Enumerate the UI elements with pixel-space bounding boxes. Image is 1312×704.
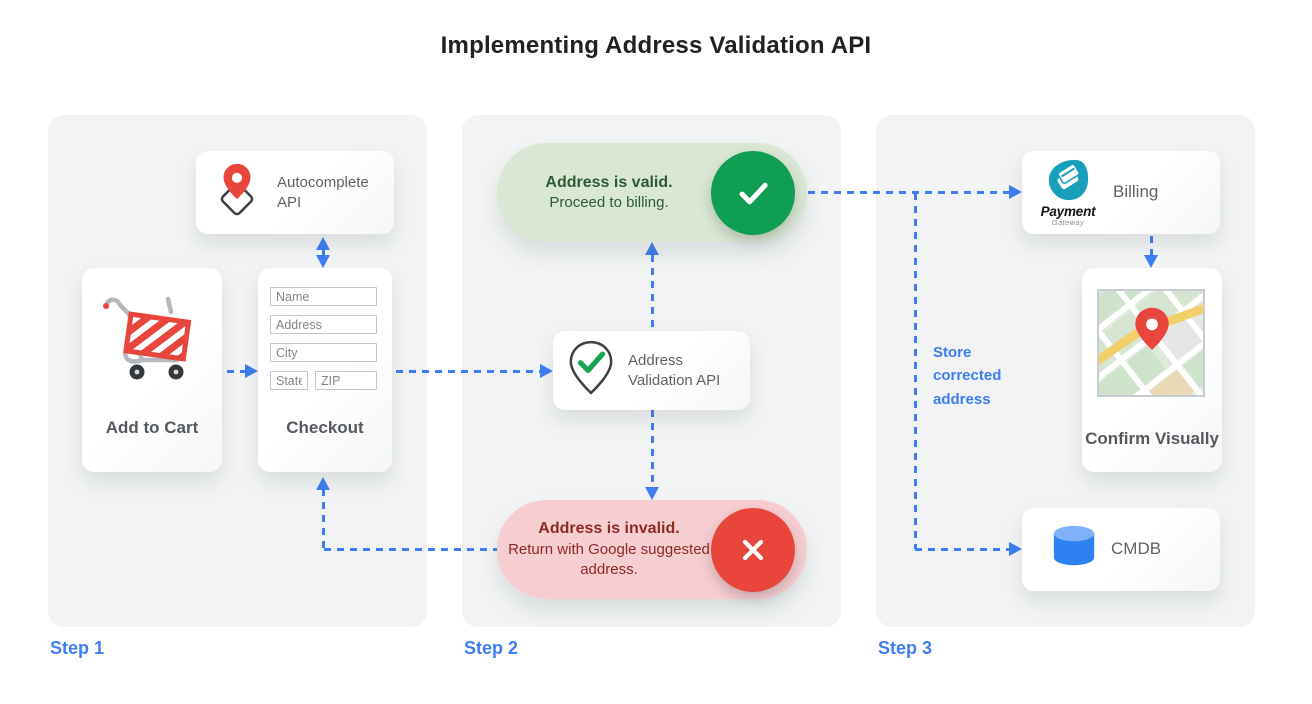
address-field[interactable] — [270, 315, 377, 334]
database-cylinder-icon — [1050, 524, 1098, 575]
address-validation-api-label: Address Validation API — [628, 351, 721, 389]
connector-invalid-to-checkout-arrow — [316, 477, 330, 490]
connector-validation-to-valid-line — [651, 255, 654, 331]
address-invalid-text: Address is invalid. Return with Google s… — [507, 500, 711, 599]
city-field[interactable] — [270, 343, 377, 362]
page-title: Implementing Address Validation API — [440, 32, 872, 59]
connector-validation-to-valid-arrow — [645, 242, 659, 255]
connector-cart-to-checkout-line — [227, 370, 247, 373]
billing-card: Payment Gateway Billing — [1022, 151, 1220, 234]
connector-checkout-autocomplete-up-arrow — [316, 237, 330, 250]
step2-label: Step 2 — [464, 638, 519, 658]
address-invalid-pill: Address is invalid. Return with Google s… — [497, 500, 807, 599]
shopping-cart-icon — [95, 282, 209, 399]
confirm-visually-label: Confirm Visually — [1085, 428, 1219, 448]
connector-billing-to-confirm-line — [1150, 236, 1153, 257]
connector-invalid-to-checkout-hline — [324, 548, 497, 551]
connector-valid-to-billing-arrow — [1009, 185, 1022, 199]
state-field[interactable] — [270, 371, 308, 390]
connector-billing-to-confirm-arrow — [1144, 255, 1158, 268]
address-validation-api-card: Address Validation API — [553, 331, 750, 410]
step3-label: Step 3 — [878, 638, 933, 658]
map-thumbnail — [1097, 289, 1205, 397]
address-invalid-subtitle: Return with Google suggested address. — [508, 541, 710, 579]
checkout-form — [270, 287, 380, 390]
checkout-card: Checkout — [258, 268, 392, 472]
x-circle-icon — [711, 508, 795, 592]
autocomplete-api-card: Autocomplete API — [196, 151, 394, 234]
connector-validation-to-invalid-arrow — [645, 487, 659, 500]
checkout-label: Checkout — [286, 417, 364, 437]
connector-valid-to-billing-line — [808, 191, 1010, 194]
address-valid-title: Address is valid. — [545, 173, 673, 191]
payment-gateway-wordmark: Payment — [1040, 204, 1096, 219]
address-invalid-title: Address is invalid. — [538, 520, 680, 538]
connector-checkout-to-validation-arrow — [540, 364, 553, 378]
billing-label: Billing — [1113, 182, 1159, 202]
step1-label: Step 1 — [50, 638, 105, 658]
payment-gateway-icon: Payment Gateway — [1036, 158, 1100, 227]
autocomplete-api-label: Autocomplete API — [277, 173, 369, 211]
connector-store-to-cmdb-arrow — [1009, 542, 1022, 556]
confirm-visually-card: Confirm Visually — [1082, 268, 1222, 472]
zip-field[interactable] — [315, 371, 377, 390]
cmdb-label: CMDB — [1111, 539, 1162, 559]
connector-store-branch-vline — [914, 193, 917, 549]
name-field[interactable] — [270, 287, 377, 306]
store-corrected-address-note: Store corrected address — [933, 344, 1002, 408]
connector-invalid-to-checkout-vline — [322, 489, 325, 549]
address-valid-pill: Address is valid. Proceed to billing. — [497, 143, 807, 242]
add-to-cart-label: Add to Cart — [105, 417, 199, 437]
check-circle-icon — [711, 151, 795, 235]
map-pin-diamond-icon — [210, 159, 264, 226]
payment-gateway-subtext: Gateway — [1051, 218, 1085, 227]
connector-store-to-cmdb-line — [915, 548, 1010, 551]
add-to-cart-card: Add to Cart — [82, 268, 222, 472]
cmdb-card: CMDB — [1022, 508, 1220, 591]
connector-checkout-to-validation-line — [396, 370, 542, 373]
connector-validation-to-invalid-line — [651, 410, 654, 488]
connector-checkout-autocomplete-down-arrow — [316, 255, 330, 268]
map-pin-check-icon — [567, 339, 615, 402]
connector-cart-to-checkout-arrow — [245, 364, 258, 378]
address-valid-subtitle: Proceed to billing. — [549, 194, 669, 212]
address-valid-text: Address is valid. Proceed to billing. — [507, 143, 711, 242]
connector-checkout-autocomplete-line — [322, 249, 325, 256]
